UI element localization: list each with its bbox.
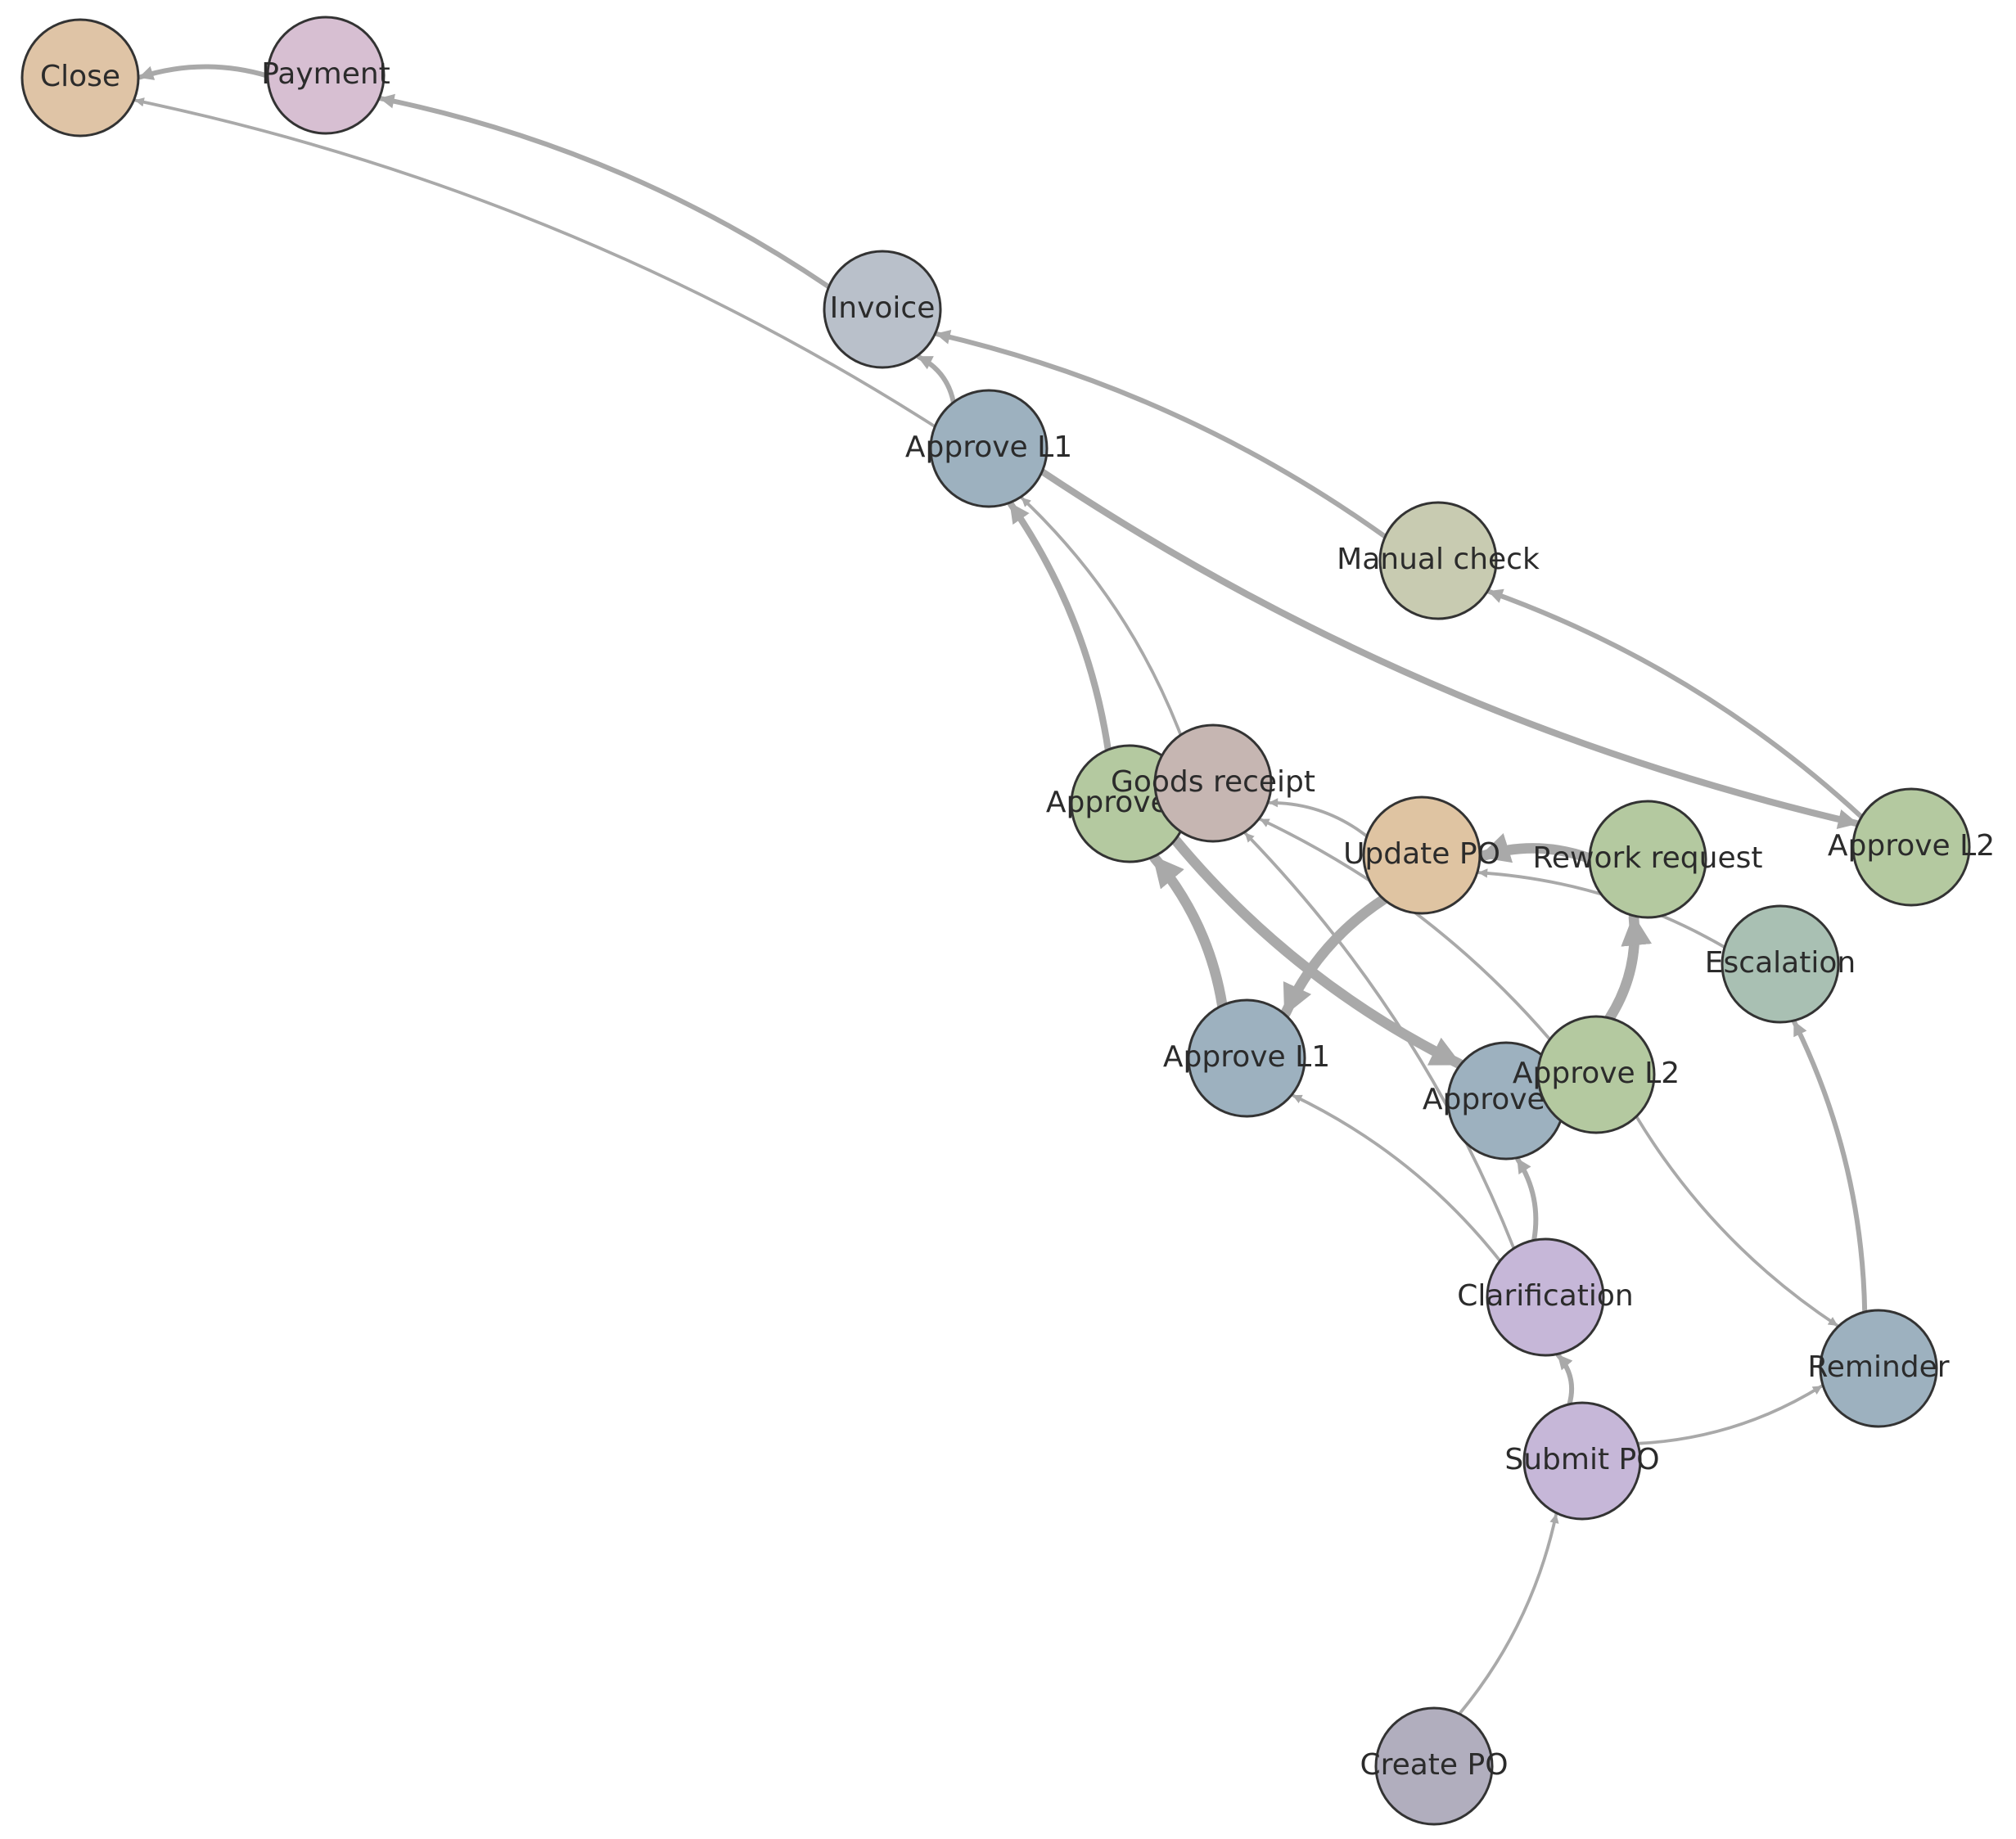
edge-goods_receipt-to-approve_l1_top — [1020, 496, 1183, 737]
edge-submit_po-to-reminder — [1635, 1384, 1824, 1445]
node-reminder-label: Reminder — [1807, 1350, 1949, 1384]
node-approve_l1_mid-label: Approve L1 — [1163, 1040, 1330, 1074]
node-approve_l1_top-label: Approve L1 — [905, 430, 1072, 464]
node-rework_request-circle[interactable] — [1588, 800, 1707, 919]
node-approve_l2_low-circle[interactable] — [1536, 1015, 1656, 1134]
node-goods_receipt-circle[interactable] — [1153, 723, 1273, 843]
node-invoice-label: Invoice — [830, 291, 936, 325]
node-payment-circle[interactable] — [266, 16, 386, 135]
node-close[interactable]: Close — [20, 18, 140, 137]
edge-approve_l1_top-to-invoice — [916, 354, 956, 405]
node-clarification-label: Clarification — [1457, 1279, 1634, 1313]
edge-clarification-to-approve_l1_mid — [1292, 1093, 1502, 1263]
node-escalation-label: Escalation — [1705, 946, 1856, 980]
node-create_po-label: Create PO — [1360, 1748, 1508, 1782]
node-submit_po-label: Submit PO — [1504, 1443, 1659, 1476]
node-approve_l2_right-circle[interactable] — [1851, 787, 1971, 907]
edge-approve_l1_top-to-approve_l2_right — [1039, 468, 1860, 829]
node-submit_po[interactable]: Submit PO — [1504, 1401, 1660, 1521]
edge-approve_l2_left-to-approve_l1_low — [1170, 834, 1464, 1070]
node-escalation[interactable]: Escalation — [1705, 904, 1856, 1024]
node-submit_po-circle[interactable] — [1522, 1401, 1642, 1521]
node-rework_request-label: Rework request — [1533, 841, 1763, 875]
node-invoice[interactable]: Invoice — [823, 250, 942, 369]
edges-layer — [133, 64, 1868, 1715]
node-approve_l2_right-label: Approve L2 — [1828, 829, 1995, 863]
node-create_po-circle[interactable] — [1374, 1706, 1494, 1826]
node-goods_receipt-label: Goods receipt — [1111, 765, 1315, 799]
edge-approve_l1_mid-to-approve_l2_left — [1149, 853, 1228, 1011]
node-payment-label: Payment — [261, 57, 390, 91]
edge-approve_l2_low-to-reminder — [1635, 1115, 1839, 1327]
node-goods_receipt[interactable]: Goods receipt — [1111, 723, 1315, 843]
node-update_po[interactable]: Update PO — [1343, 796, 1500, 915]
node-invoice-circle[interactable] — [823, 250, 942, 369]
node-rework_request[interactable]: Rework request — [1533, 800, 1763, 919]
node-approve_l1_mid[interactable]: Approve L1 — [1163, 998, 1330, 1118]
edge-approve_l2_left-to-approve_l1_top — [1007, 500, 1112, 754]
edge-payment-to-close — [138, 64, 270, 80]
node-approve_l2_low-label: Approve L2 — [1513, 1057, 1680, 1090]
node-escalation-circle[interactable] — [1721, 904, 1840, 1024]
node-clarification[interactable]: Clarification — [1457, 1237, 1634, 1357]
edge-approve_l2_low-to-rework_request — [1604, 912, 1653, 1024]
node-close-label: Close — [40, 60, 120, 93]
node-payment[interactable]: Payment — [261, 16, 390, 135]
edge-clarification-to-approve_l1_low — [1515, 1156, 1539, 1243]
edge-approve_l1_top-to-close — [133, 97, 937, 429]
node-close-circle[interactable] — [20, 18, 140, 137]
edge-submit_po-to-clarification — [1556, 1353, 1575, 1407]
edge-invoice-to-payment — [378, 93, 832, 290]
node-approve_l1_top[interactable]: Approve L1 — [905, 389, 1072, 508]
node-update_po-label: Update PO — [1343, 837, 1500, 871]
edge-create_po-to-submit_po — [1458, 1512, 1559, 1715]
node-reminder-circle[interactable] — [1819, 1309, 1938, 1428]
node-reminder[interactable]: Reminder — [1807, 1309, 1950, 1428]
node-approve_l2_low[interactable]: Approve L2 — [1513, 1015, 1680, 1134]
edge-approve_l2_right-to-manual_check — [1486, 588, 1865, 820]
node-manual_check-label: Manual check — [1337, 543, 1540, 576]
edge-reminder-to-escalation — [1792, 1019, 1868, 1314]
edge-update_po-to-approve_l1_mid — [1280, 894, 1389, 1018]
node-clarification-circle[interactable] — [1486, 1237, 1605, 1357]
node-update_po-circle[interactable] — [1362, 796, 1482, 915]
node-manual_check[interactable]: Manual check — [1337, 501, 1540, 620]
node-approve_l1_top-circle[interactable] — [929, 389, 1049, 508]
node-create_po[interactable]: Create PO — [1360, 1706, 1509, 1826]
edge-manual_check-to-invoice — [934, 330, 1388, 539]
edge-update_po-to-goods_receipt — [1268, 798, 1369, 838]
node-manual_check-circle[interactable] — [1378, 501, 1498, 620]
edge-clarification-to-goods_receipt — [1243, 832, 1516, 1251]
node-approve_l2_right[interactable]: Approve L2 — [1828, 787, 1995, 907]
node-approve_l1_mid-circle[interactable] — [1187, 998, 1306, 1118]
edge-rework_request-to-update_po — [1476, 833, 1595, 863]
